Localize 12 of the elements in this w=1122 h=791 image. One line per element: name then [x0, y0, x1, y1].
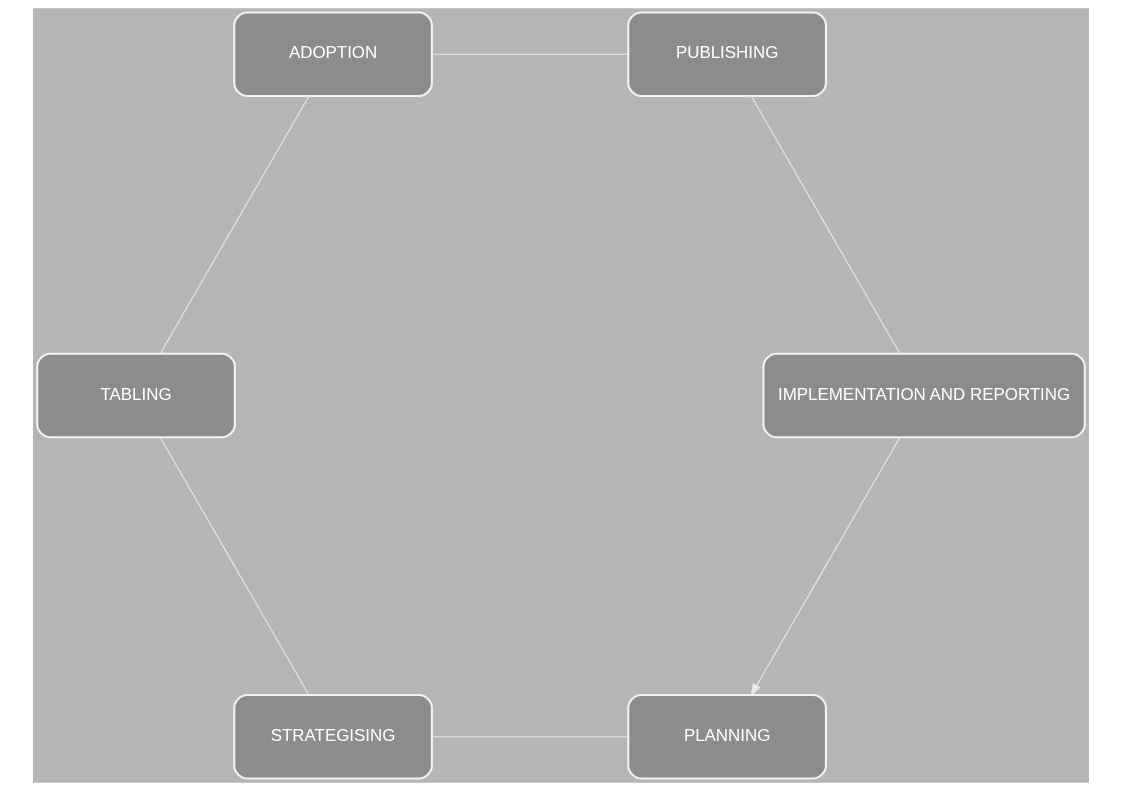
node-box: STRATEGISING — [233, 693, 433, 780]
connector — [431, 53, 629, 55]
node-box: ADOPTION — [233, 11, 433, 98]
node-box: PUBLISHING — [627, 11, 827, 98]
node-box: PLANNING — [627, 693, 827, 780]
node-box: IMPLEMENTATION AND REPORTING — [762, 352, 1086, 439]
arrow — [750, 436, 901, 697]
connector — [431, 736, 629, 738]
node-box: TABLING — [36, 352, 236, 439]
connector — [159, 436, 310, 696]
connector — [750, 95, 901, 355]
connector — [159, 95, 310, 355]
